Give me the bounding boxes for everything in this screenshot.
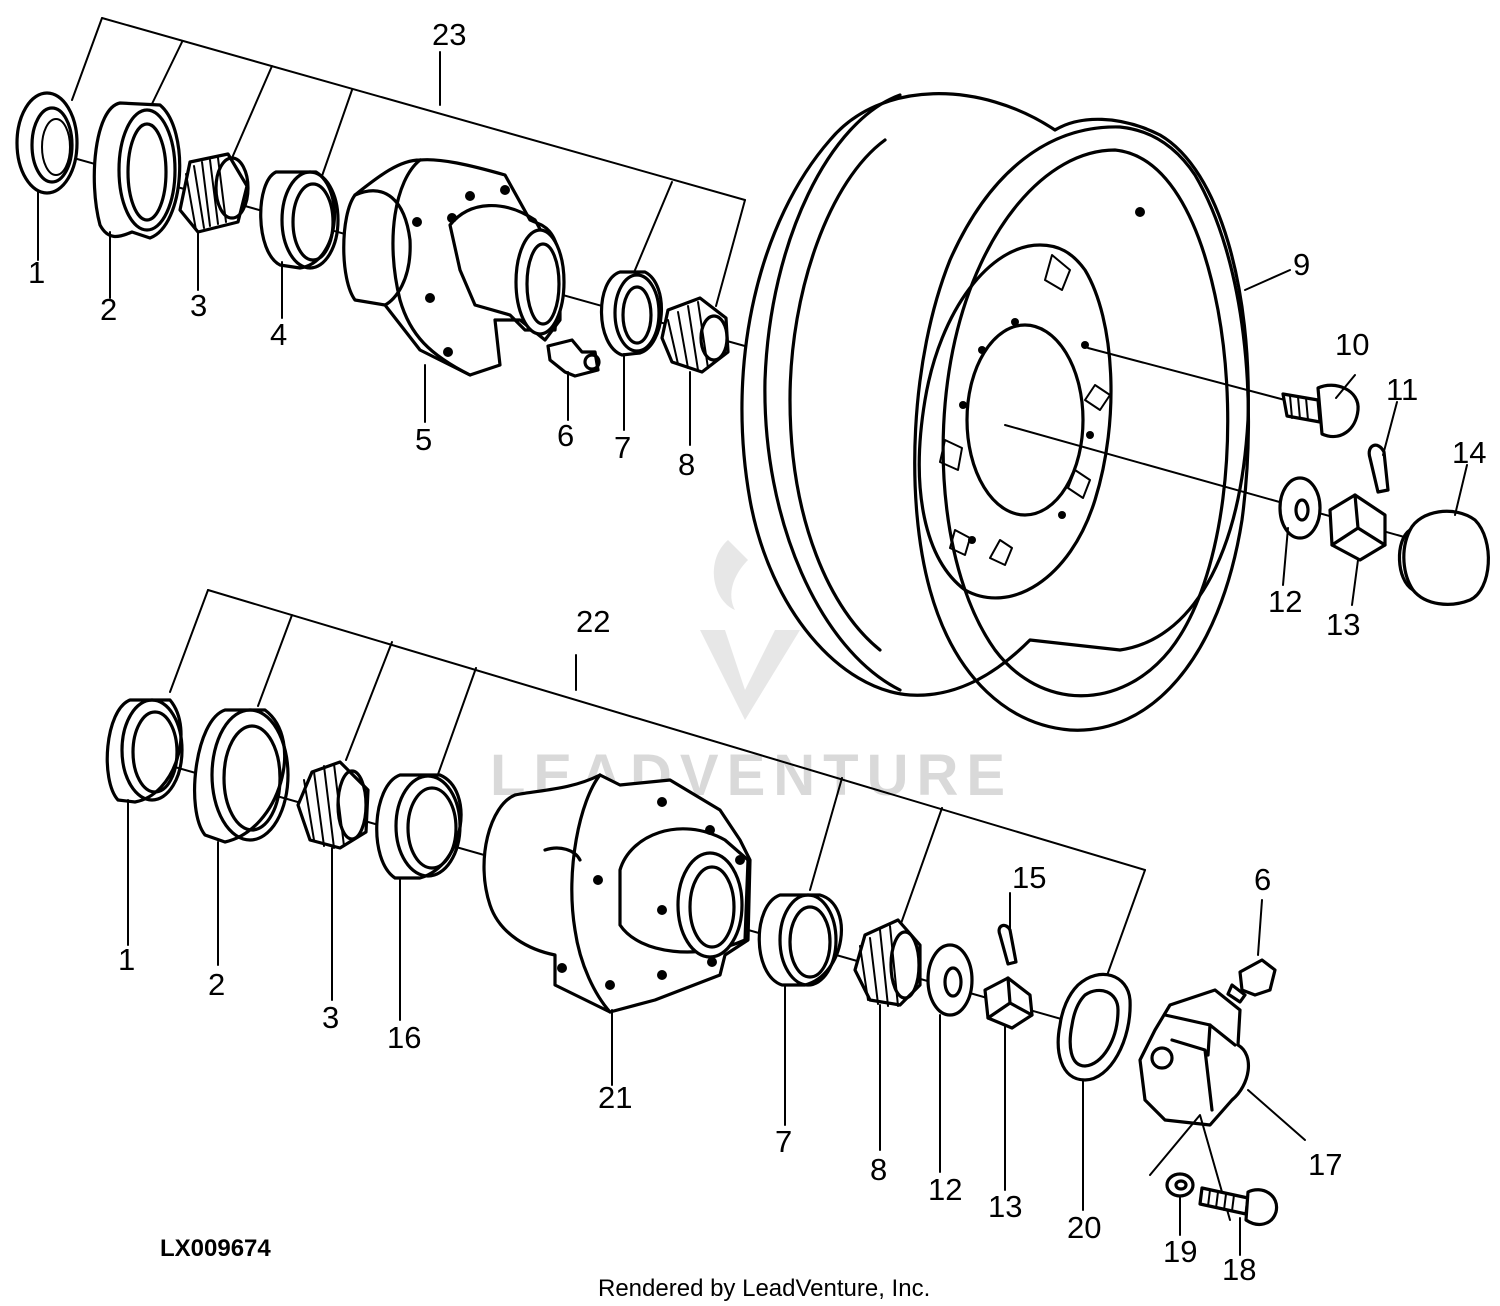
part-18-bolt	[1198, 1186, 1279, 1227]
part-12-washer-lower	[926, 943, 974, 1017]
callout-17: 17	[1308, 1147, 1342, 1182]
part-8-bearing-cone	[660, 296, 730, 374]
part-3-bearing-cone	[178, 152, 250, 234]
part-1-seal-lower	[105, 698, 184, 804]
callout-13-bottom: 13	[988, 1189, 1022, 1224]
callout-12-top: 12	[1268, 584, 1302, 619]
callout-3-bottom: 3	[322, 1000, 339, 1035]
callout-16: 16	[387, 1020, 421, 1055]
callout-19: 19	[1163, 1234, 1197, 1269]
drawing-code: LX009674	[160, 1235, 271, 1262]
callout-2-bottom: 2	[208, 967, 225, 1002]
part-6-grease-fitting-lower	[1226, 958, 1277, 1004]
part-14-hub-cap	[1397, 509, 1490, 606]
callout-2-top: 2	[100, 292, 117, 327]
callout-11: 11	[1386, 372, 1418, 407]
callout-18: 18	[1222, 1252, 1256, 1287]
callout-8-bottom: 8	[870, 1152, 887, 1187]
part-15-cotter-pin	[997, 923, 1018, 966]
part-17-cover	[1138, 988, 1251, 1221]
watermark-logo	[700, 540, 800, 720]
callout-5: 5	[415, 422, 432, 457]
callout-4: 4	[270, 317, 287, 352]
callout-1-top: 1	[28, 255, 45, 290]
callout-15: 15	[1012, 860, 1046, 895]
callout-8-top: 8	[678, 447, 695, 482]
part-7-bearing-cup	[599, 270, 664, 357]
part-10-bolt	[1087, 347, 1360, 439]
part-20-gasket	[1056, 972, 1132, 1082]
group-bracket-22	[169, 589, 1146, 996]
part-2-bearing-cup-lower	[193, 708, 290, 844]
group-bracket-23	[71, 17, 746, 307]
callout-6-bottom: 6	[1254, 862, 1271, 897]
callout-21: 21	[598, 1080, 632, 1115]
part-19-lock-washer	[1165, 1172, 1195, 1198]
callout-3-top: 3	[190, 288, 207, 323]
callout-9: 9	[1293, 247, 1310, 282]
leader-lines	[37, 191, 1468, 1256]
callout-7-bottom: 7	[775, 1124, 792, 1159]
part-5-wheel-hub	[342, 158, 566, 377]
part-13-slotted-nut	[1328, 493, 1387, 562]
part-21-wheel-hub	[482, 773, 752, 1014]
callout-22: 22	[576, 604, 610, 639]
footer-credit: Rendered by LeadVenture, Inc.	[598, 1275, 930, 1302]
callout-6-top: 6	[557, 418, 574, 453]
callout-14: 14	[1452, 435, 1486, 470]
callout-23: 23	[432, 17, 466, 52]
callout-1-bottom: 1	[118, 942, 135, 977]
part-1-seal	[15, 91, 79, 195]
part-8-bearing-cone-lower	[853, 918, 922, 1007]
part-7-bearing-cup-lower	[757, 893, 843, 987]
part-13-slotted-nut-lower	[983, 976, 1034, 1030]
part-2-bearing-cup	[92, 101, 182, 240]
callout-7-top: 7	[614, 430, 631, 465]
part-3-bearing-cone-lower	[296, 760, 370, 850]
callout-20: 20	[1067, 1210, 1101, 1245]
part-4-seal	[259, 170, 340, 270]
part-9-wheel-rim	[740, 92, 1251, 732]
callout-10: 10	[1335, 327, 1369, 362]
callout-13-top: 13	[1326, 607, 1360, 642]
part-12-washer	[1278, 476, 1322, 540]
part-11-cotter-pin	[1367, 443, 1390, 494]
part-6-grease-fitting	[546, 338, 601, 378]
part-16-seal	[375, 773, 463, 880]
callout-12-bottom: 12	[928, 1172, 962, 1207]
